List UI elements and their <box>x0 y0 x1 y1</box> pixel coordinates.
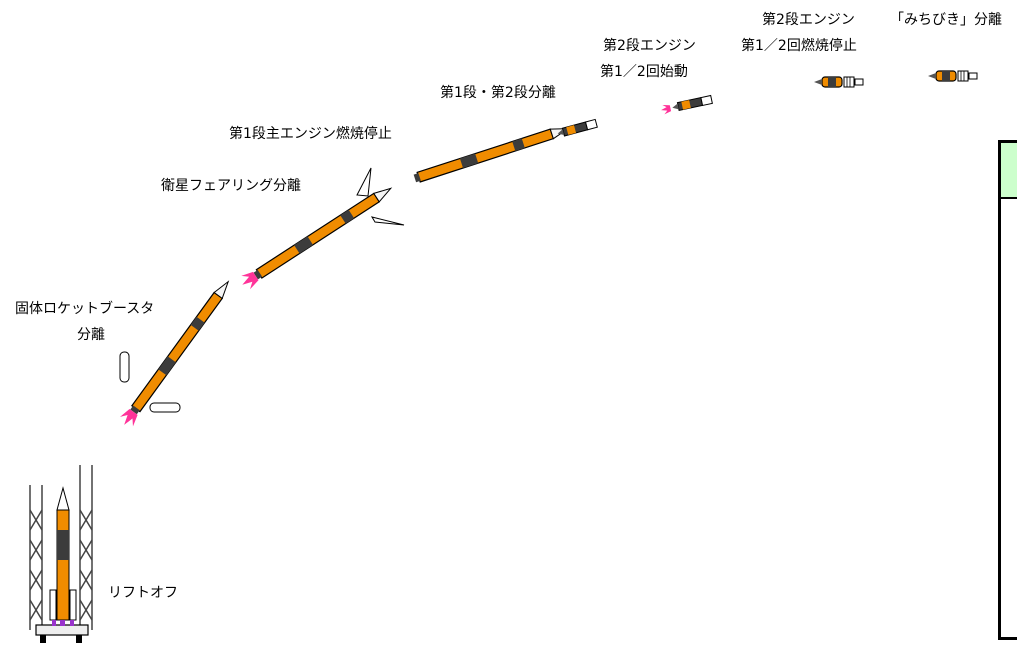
label-fairing-separation: 衛星フェアリング分離 <box>161 178 301 194</box>
label-payload-separation: 「みちびき」分離 <box>890 12 1002 28</box>
label-srb-separation-line1: 固体ロケットブースタ <box>15 301 155 317</box>
label-liftoff: リフトオフ <box>108 585 178 601</box>
side-panel <box>998 140 1017 640</box>
label-seco-line1: 第2段エンジン <box>762 12 855 28</box>
payload-separation <box>927 70 978 82</box>
fairing-half-top <box>356 167 372 197</box>
srb-booster-left <box>119 351 130 383</box>
rocket-fairing-separation <box>237 183 395 292</box>
label-ignition-line1: 第2段エンジン <box>603 38 696 54</box>
srb-booster-right <box>149 402 181 413</box>
launch-pad <box>29 465 93 643</box>
label-meco: 第1段主エンジン燃焼停止 <box>229 126 392 142</box>
fairing-half-bottom <box>370 216 405 226</box>
label-srb-separation-line2: 分離 <box>77 327 105 343</box>
rocket-meco <box>412 123 571 184</box>
label-stage-separation: 第1段・第2段分離 <box>440 85 556 101</box>
label-seco-line2: 第1／2回燃焼停止 <box>741 38 857 54</box>
upper-stage-seco <box>813 76 864 88</box>
label-ignition-line2: 第1／2回始動 <box>600 64 688 80</box>
upper-stage-ignition <box>660 95 713 115</box>
side-panel-header <box>1001 143 1017 199</box>
upper-stage-separated <box>556 118 598 139</box>
